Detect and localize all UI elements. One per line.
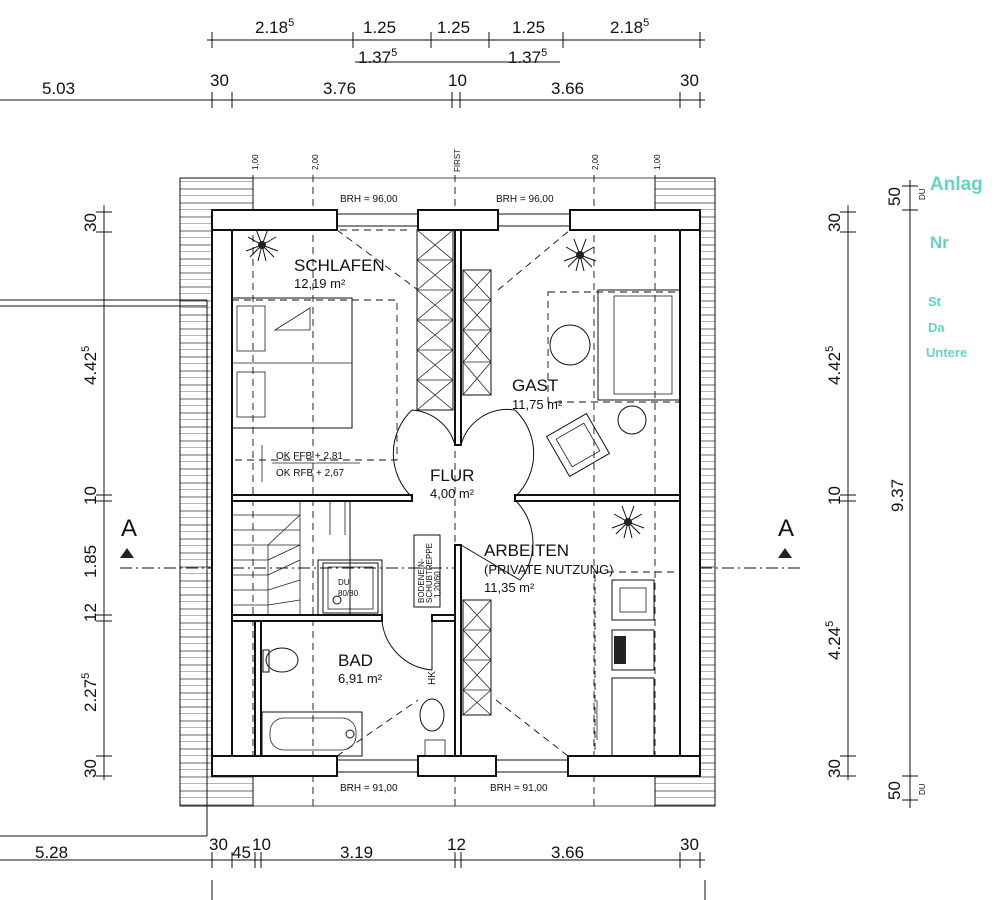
dim-right-442: 4.425 <box>824 346 844 385</box>
left-dimension-chain: 30 4.425 10 1.85 12 2.275 30 <box>80 205 112 780</box>
approval-stamp: Anlag Nr St Da Untere <box>926 174 983 360</box>
dim-top-10: 10 <box>448 71 467 90</box>
room-schlafen-name: SCHLAFEN <box>294 256 385 275</box>
room-flur-area: 4,00 m² <box>430 486 475 501</box>
du-label-bottom: DU <box>918 783 927 795</box>
dim-top-left: 5.03 <box>42 79 75 98</box>
note-du: DU <box>338 578 350 587</box>
inner-walls <box>231 229 681 757</box>
dim-bottom-366: 3.66 <box>551 843 584 862</box>
dim-top-row2-b: 1.375 <box>508 47 547 67</box>
stamp-line-1: Anlag <box>930 174 983 195</box>
dim-left-185: 1.85 <box>81 545 100 578</box>
axis-l1: 1,00 <box>251 154 260 170</box>
dim-left-227: 2.275 <box>80 673 100 712</box>
du-label-top: DU <box>918 188 927 200</box>
room-flur-name: FLUR <box>430 466 474 485</box>
dim-right-30b: 30 <box>825 759 844 778</box>
dim-bottom-30b: 30 <box>680 835 699 854</box>
dim-bottom-12: 12 <box>447 835 466 854</box>
dim-right-du-bottom: 50 <box>885 781 904 800</box>
dim-top-a: 2.185 <box>255 17 294 37</box>
dim-top-376: 3.76 <box>323 79 356 98</box>
bottom-dimension-chain: 5.28 30 45 10 3.19 12 3.66 30 <box>35 835 706 900</box>
dim-bottom-45: 45 <box>232 843 251 862</box>
axis-first: FIRST <box>453 149 462 172</box>
room-gast-area: 11,75 m² <box>512 397 563 412</box>
bed-gast <box>545 289 681 478</box>
brh-bottom-left: BRH = 91,00 <box>340 783 398 794</box>
wardrobe-left <box>416 229 454 411</box>
height-note: OK FFB + 2,81 OK RFB + 2,67 <box>261 445 360 482</box>
dim-right-total: 9.37 <box>888 479 907 512</box>
dim-bottom-left: 5.28 <box>35 843 68 862</box>
desk-arbeiten <box>594 571 681 757</box>
room-arbeiten-name: ARBEITEN <box>484 541 569 560</box>
room-schlafen-area: 12,19 m² <box>294 276 346 291</box>
dim-top-d: 1.25 <box>512 18 545 37</box>
dim-right-10: 10 <box>825 486 844 505</box>
dim-left-30a: 30 <box>81 213 100 232</box>
dim-top-366: 3.66 <box>551 79 584 98</box>
note-ok-rfb: OK RFB + 2,67 <box>276 468 345 479</box>
dim-right-du-top: 50 <box>885 187 904 206</box>
note-bodentreppe-1: BODENEIN- <box>417 558 426 603</box>
note-du-size: 80/80 <box>338 589 359 598</box>
dim-bottom-10: 10 <box>252 835 271 854</box>
axis-r2: 2,00 <box>591 154 600 170</box>
room-arbeiten-sub: (PRIVATE NUTZUNG) <box>484 562 614 577</box>
room-arbeiten-area: 11,35 m² <box>484 580 535 595</box>
dim-top-c: 1.25 <box>437 18 470 37</box>
note-bodentreppe-2: SCHUBTREPPE <box>425 543 434 603</box>
dim-top-30a: 30 <box>210 71 229 90</box>
dim-left-12: 12 <box>81 603 100 622</box>
dim-right-424: 4.245 <box>824 621 844 660</box>
stamp-line-2: Nr <box>930 233 949 252</box>
note-hk: HK <box>427 671 438 685</box>
plant-arbeiten <box>611 505 645 539</box>
dim-top-e: 2.185 <box>610 17 649 37</box>
dim-left-442: 4.425 <box>80 346 100 385</box>
dim-top-30b: 30 <box>680 71 699 90</box>
note-ok-ffb: OK FFB + 2,81 <box>276 451 343 462</box>
section-line <box>120 548 800 569</box>
dim-top-b: 1.25 <box>363 18 396 37</box>
stamp-line-4: Da <box>928 320 945 335</box>
brh-top-right: BRH = 96,00 <box>496 194 554 205</box>
axis-l2: 2,00 <box>311 154 320 170</box>
axis-marks: 1,00 2,00 FIRST 2,00 1,00 <box>251 149 662 810</box>
outer-walls <box>211 209 701 777</box>
stamp-line-3: St <box>928 294 942 309</box>
axis-r1: 1,00 <box>653 154 662 170</box>
wardrobe-right <box>462 269 492 396</box>
plant-gast <box>563 238 597 272</box>
stamp-line-5: Untere <box>926 345 967 360</box>
bed-schlafen <box>231 297 398 461</box>
top-dimension-chain: 2.185 1.25 1.25 1.25 2.185 1.375 1.375 5… <box>0 17 705 108</box>
brh-bottom-right: BRH = 91,00 <box>490 783 548 794</box>
dim-left-30b: 30 <box>81 759 100 778</box>
dim-bottom-319: 3.19 <box>340 843 373 862</box>
brh-top-left: BRH = 96,00 <box>340 194 398 205</box>
room-bad-area: 6,91 m² <box>338 671 383 686</box>
stairs <box>231 500 383 616</box>
wardrobe-arbeiten <box>462 599 492 716</box>
section-marker-left: A <box>121 515 137 542</box>
dim-bottom-30a: 30 <box>209 835 228 854</box>
room-bad-name: BAD <box>338 651 373 670</box>
doors <box>381 408 535 671</box>
dim-right-30a: 30 <box>825 213 844 232</box>
note-bodentreppe-3: 1,20/60 <box>433 571 442 598</box>
right-dimension-chain: 30 4.425 10 4.245 30 9.37 50 DU 50 DU <box>824 180 927 808</box>
section-marker-right: A <box>778 515 794 542</box>
bathroom-fixtures <box>261 534 446 757</box>
room-gast-name: GAST <box>512 376 558 395</box>
dim-left-10: 10 <box>81 486 100 505</box>
plant-schlafen <box>245 228 279 262</box>
dim-top-row2-a: 1.375 <box>358 47 397 67</box>
